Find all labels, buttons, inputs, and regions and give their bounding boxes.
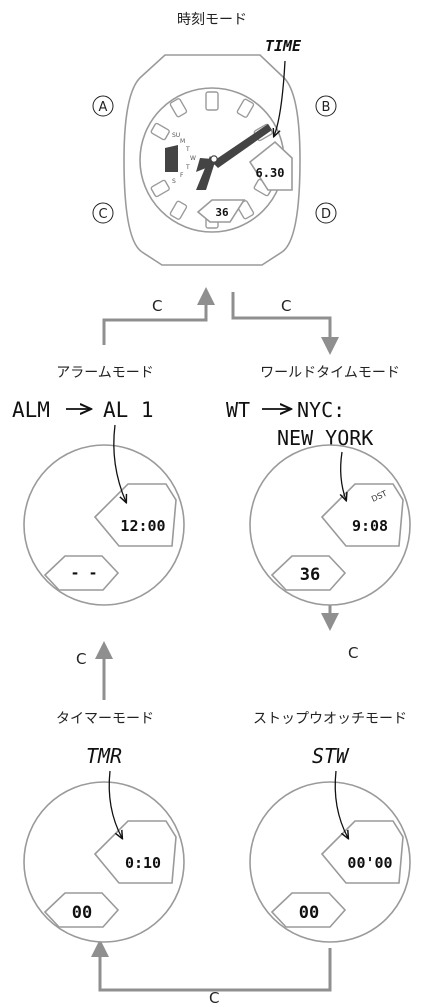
alarm-title: アラームモード bbox=[56, 365, 154, 381]
worldtime-lcd-bottom: 36 bbox=[300, 565, 320, 585]
stopwatch-lcd-bottom: 00 bbox=[299, 903, 319, 923]
worldtime-mode: ワールドタイムモード WT NYC: NEW YORK DST 9:08 36 bbox=[226, 365, 411, 606]
alarm-label-from: ALM bbox=[12, 398, 50, 422]
arrow-stopwatch-to-timer bbox=[91, 939, 332, 992]
timer-mode: タイマーモード TMR 0:10 00 bbox=[23, 711, 185, 943]
day-subdial: SU M T W T F S bbox=[172, 132, 196, 185]
timekeeping-title: 時刻モード bbox=[177, 12, 247, 28]
stopwatch-title: ストップウオッチモード bbox=[253, 711, 407, 727]
day-hand bbox=[165, 145, 178, 172]
timekeeping-lcd-time: 6.30 bbox=[256, 166, 285, 180]
timer-lcd-time: 0:10 bbox=[125, 854, 161, 872]
svg-text:T: T bbox=[185, 146, 190, 153]
worldtime-label-to: NYC: bbox=[297, 398, 345, 422]
hand-pivot bbox=[210, 155, 218, 163]
hand-tail bbox=[196, 158, 226, 172]
timekeeping-lcd-day: 36 bbox=[215, 206, 229, 219]
button-a-label: A bbox=[99, 100, 108, 115]
day-lcd-window bbox=[196, 199, 246, 223]
stopwatch-bottom-window bbox=[270, 892, 347, 928]
hour-hand bbox=[212, 124, 272, 168]
flow-labels: C C C C C bbox=[76, 297, 358, 1007]
worldtime-label-from: WT bbox=[226, 398, 250, 422]
timer-label: TMR bbox=[86, 744, 122, 768]
button-c-label: C bbox=[98, 207, 107, 222]
timekeeping-label: TIME bbox=[265, 37, 302, 55]
timer-lcd-bottom: 00 bbox=[72, 903, 92, 923]
svg-text:C: C bbox=[348, 644, 358, 662]
alarm-bottom-window bbox=[43, 555, 120, 591]
button-b-label: B bbox=[322, 100, 331, 115]
svg-text:C: C bbox=[209, 989, 219, 1007]
svg-text:C: C bbox=[281, 297, 291, 315]
svg-text:C: C bbox=[152, 297, 162, 315]
alarm-label-to: AL 1 bbox=[103, 398, 154, 422]
alarm-lcd-window bbox=[93, 483, 177, 547]
stopwatch-mode: ストップウオッチモード STW 00'00 00 bbox=[249, 711, 411, 943]
svg-text:F: F bbox=[180, 172, 184, 179]
svg-text:SU: SU bbox=[172, 132, 180, 139]
svg-text:S: S bbox=[172, 178, 176, 185]
svg-text:W: W bbox=[190, 155, 196, 162]
timer-bottom-window bbox=[43, 892, 120, 928]
timer-title: タイマーモード bbox=[56, 711, 154, 727]
stopwatch-label: STW bbox=[312, 744, 350, 768]
svg-text:C: C bbox=[76, 650, 86, 668]
worldtime-lcd-time: 9:08 bbox=[352, 517, 388, 535]
arrow-alarm-to-time bbox=[102, 287, 215, 345]
svg-text:T: T bbox=[185, 164, 190, 171]
worldtime-bottom-window bbox=[270, 555, 347, 591]
svg-text:M: M bbox=[180, 138, 185, 145]
alarm-lcd-bottom: - - bbox=[70, 564, 97, 582]
time-callout-arrow bbox=[274, 60, 286, 136]
stopwatch-lcd-time: 00'00 bbox=[347, 854, 392, 872]
button-d-label: D bbox=[321, 207, 331, 222]
timekeeping-mode: 時刻モード SU M T W T F bbox=[92, 12, 337, 266]
alarm-mode: アラームモード ALM AL 1 12:00 - - bbox=[12, 365, 185, 606]
time-lcd-window bbox=[248, 140, 293, 191]
alarm-lcd-time: 12:00 bbox=[120, 517, 165, 535]
worldtime-title: ワールドタイムモード bbox=[260, 365, 400, 381]
arrow-time-to-worldtime bbox=[231, 292, 339, 355]
